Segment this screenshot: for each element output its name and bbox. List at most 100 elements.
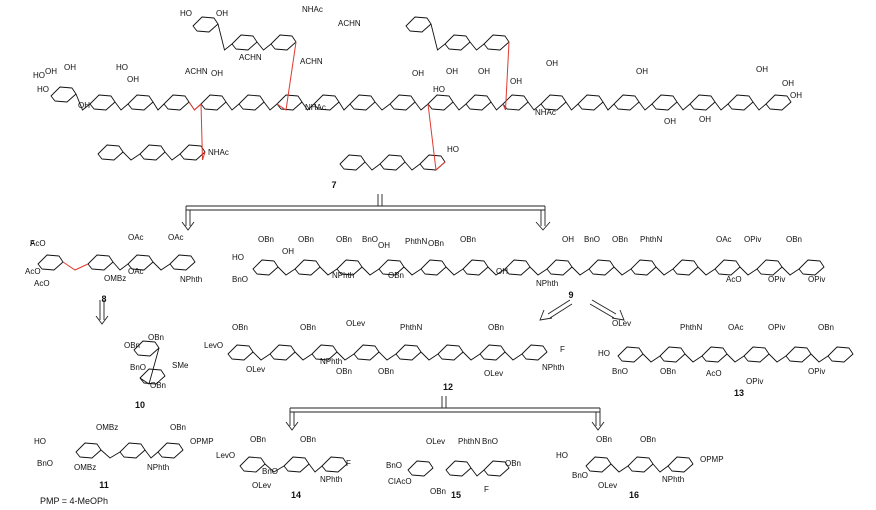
- pyranose-ring: [462, 259, 489, 276]
- pyranose-ring: [765, 94, 792, 111]
- pyranose-ring: [437, 344, 464, 361]
- glycosidic-bond: [638, 101, 653, 111]
- atom-label: OPiv: [808, 367, 825, 376]
- pyranose-ring: [727, 94, 754, 111]
- atom-label: OBn: [378, 367, 394, 376]
- atom-label: BnO: [262, 467, 278, 476]
- glycosidic-bond: [726, 353, 745, 363]
- atom-label: OBn: [786, 235, 802, 244]
- atom-label: NHAc: [305, 103, 326, 112]
- atom-label: OBn: [170, 423, 186, 432]
- atom-label: NPhth: [542, 363, 564, 372]
- pyranose-ring: [283, 456, 310, 473]
- pyranose-ring: [163, 94, 190, 111]
- atom-label: OH: [756, 65, 768, 74]
- glycosidic-bond: [739, 266, 758, 276]
- atom-label: OLev: [246, 365, 265, 374]
- glycosidic-bond: [122, 151, 141, 161]
- atom-label: OPiv: [808, 275, 825, 284]
- pyranose-ring: [798, 259, 825, 276]
- pyranose-ring: [420, 259, 447, 276]
- glycosidic-bond: [139, 347, 160, 385]
- atom-label: NPhth: [147, 463, 169, 472]
- glycosidic-bond: [294, 351, 313, 361]
- atom-label: OBn: [336, 367, 352, 376]
- glycosidic-bond: [378, 351, 397, 361]
- pyranose-ring: [97, 144, 124, 161]
- atom-label: AcO: [25, 267, 41, 276]
- glycosidic-bond: [256, 41, 272, 51]
- glycosidic-bond: [655, 266, 674, 276]
- pyranose-ring: [465, 94, 492, 111]
- glycosidic-bond: [684, 353, 703, 363]
- pyranose-ring: [139, 144, 166, 161]
- retrosynthesis-arrow-8: [95, 300, 109, 325]
- glycosidic-bond: [100, 449, 121, 459]
- atom-label: OH: [78, 101, 90, 110]
- pyranose-ring: [227, 344, 254, 361]
- pyranose-ring: [139, 368, 166, 385]
- atom-label: AcO: [706, 369, 722, 378]
- atom-label: OBn: [388, 271, 404, 280]
- atom-label: F: [484, 485, 489, 494]
- atom-label: OH: [782, 79, 794, 88]
- atom-label: OPMP: [700, 455, 724, 464]
- atom-label: OPiv: [746, 377, 763, 386]
- pyranose-ring: [37, 254, 64, 271]
- pyranose-ring: [270, 34, 297, 51]
- pyranose-ring: [585, 456, 612, 473]
- glycosidic-bond: [445, 266, 464, 276]
- glycosidic-bond: [404, 161, 421, 171]
- pyranose-ring: [627, 456, 654, 473]
- atom-label: OH: [412, 69, 424, 78]
- atom-label: OH: [64, 63, 76, 72]
- glycosidic-bond: [462, 351, 481, 361]
- highlighted-bond: [200, 103, 206, 161]
- glycosidic-bond: [602, 101, 615, 111]
- glycosidic-bond: [361, 266, 380, 276]
- atom-label: SMe: [172, 361, 189, 370]
- glycosidic-bond: [374, 101, 391, 111]
- atom-label: OH: [496, 267, 508, 276]
- atom-label: ACHN: [338, 19, 361, 28]
- glycosidic-bond: [301, 101, 315, 111]
- pyranose-ring: [119, 442, 146, 459]
- glycosidic-bond: [420, 351, 439, 361]
- reaction-arrows: [95, 194, 625, 431]
- atom-label: ACHN: [239, 53, 262, 62]
- pyranose-ring: [389, 94, 416, 111]
- atom-label: BnO: [130, 363, 146, 372]
- atom-label: BnO: [37, 459, 53, 468]
- glycosidic-bond: [487, 266, 506, 276]
- glycosidic-bond: [676, 101, 691, 111]
- atom-label: OMBz: [96, 423, 118, 432]
- atom-label: OBn: [258, 235, 274, 244]
- glycosidic-bond: [114, 101, 129, 111]
- pyranose-ring: [672, 259, 699, 276]
- atom-label: NHAc: [535, 108, 556, 117]
- pyranose-ring: [179, 144, 206, 161]
- highlighted-bond: [427, 103, 446, 172]
- pyranose-ring: [192, 16, 219, 33]
- pyranose-ring: [444, 34, 471, 51]
- retrosynthesis-arrow-12: [285, 396, 605, 431]
- glycosidic-bond: [504, 351, 523, 361]
- pyranose-ring: [613, 94, 640, 111]
- compound-number: 11: [99, 480, 109, 490]
- glycosidic-bond: [697, 266, 716, 276]
- pyranose-ring: [445, 460, 472, 477]
- pyranose-ring: [294, 259, 321, 276]
- pyranose-ring: [127, 94, 154, 111]
- retrosynthesis-arrow-9-right: [589, 299, 625, 321]
- highlighted-bond: [62, 261, 89, 271]
- retrosynthesis-arrow-7: [181, 194, 551, 231]
- glycosidic-bond: [338, 101, 351, 111]
- retrosynthesis-arrow-9-left: [539, 299, 573, 321]
- atom-label: OBn: [232, 323, 248, 332]
- atom-label: HO: [598, 349, 610, 358]
- atom-label: OH: [510, 77, 522, 86]
- atom-label: HO: [556, 451, 568, 460]
- atom-label: F: [560, 345, 565, 354]
